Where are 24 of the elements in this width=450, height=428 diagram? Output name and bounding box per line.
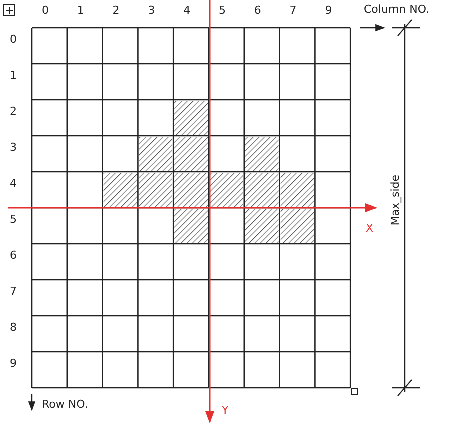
- axis-title: Row NO.: [42, 398, 88, 411]
- axis-label: Y: [222, 404, 229, 417]
- row-number: 5: [10, 213, 17, 226]
- axis-label: X: [366, 222, 374, 235]
- column-number: 4: [184, 4, 191, 17]
- column-number: 6: [254, 4, 262, 17]
- column-number: 1: [77, 4, 84, 17]
- column-number: 7: [290, 4, 297, 17]
- row-number: 6: [10, 249, 17, 262]
- row-number: 3: [10, 141, 17, 154]
- column-number: 5: [219, 4, 226, 17]
- row-number: 7: [10, 285, 17, 298]
- column-number: 3: [148, 4, 156, 17]
- column-number: 2: [112, 4, 120, 17]
- row-number: 2: [10, 105, 17, 118]
- column-number: 9: [325, 4, 332, 17]
- dimension-label: Max_side: [389, 175, 402, 226]
- row-number: 9: [10, 357, 17, 370]
- row-number: 4: [10, 177, 17, 190]
- row-number: 0: [10, 33, 17, 46]
- axis-title: Column NO.: [364, 3, 430, 16]
- row-number: 1: [10, 69, 17, 82]
- row-number: 8: [10, 321, 17, 334]
- column-number: 0: [42, 4, 49, 17]
